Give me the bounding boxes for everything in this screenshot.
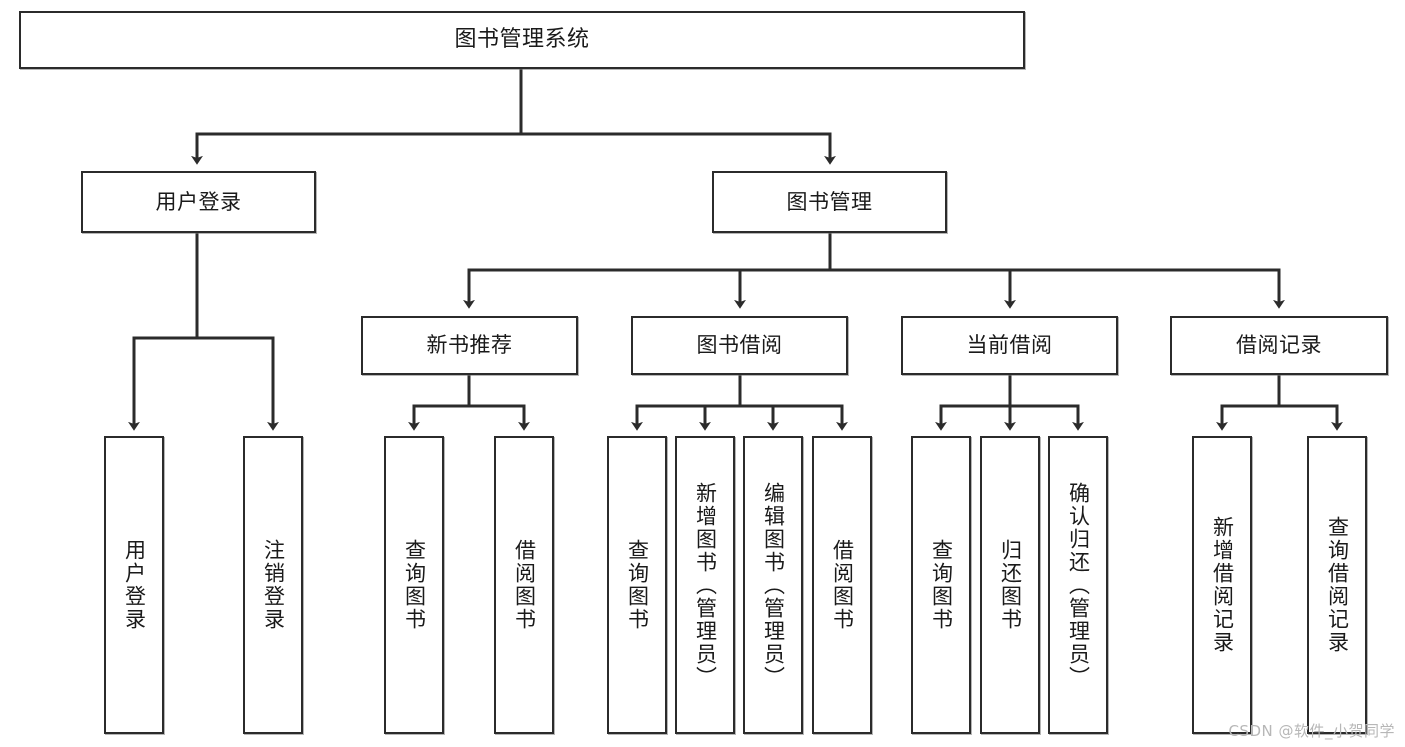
node-label: 用户登录 [122, 539, 147, 631]
leaf-current-query-book[interactable]: 查询图书 [911, 436, 971, 734]
node-label: 新增图书（管理员） [693, 481, 718, 689]
node-label: 查询图书 [625, 539, 650, 631]
node-label: 借阅记录 [1236, 333, 1322, 358]
node-book-management[interactable]: 图书管理 [712, 171, 947, 233]
node-label: 确认归还（管理员） [1066, 481, 1091, 689]
leaf-record-query-record[interactable]: 查询借阅记录 [1307, 436, 1367, 734]
node-current-borrow[interactable]: 当前借阅 [901, 316, 1118, 375]
leaf-current-confirm-return-admin[interactable]: 确认归还（管理员） [1048, 436, 1108, 734]
node-label: 查询借阅记录 [1325, 516, 1350, 654]
node-label: 新书推荐 [426, 333, 513, 358]
node-label: 查询图书 [929, 539, 954, 631]
node-user-login[interactable]: 用户登录 [81, 171, 316, 233]
node-label: 图书管理 [786, 189, 873, 214]
node-root-system[interactable]: 图书管理系统 [19, 11, 1025, 69]
node-label: 当前借阅 [966, 333, 1053, 358]
node-label: 注销登录 [261, 539, 286, 631]
leaf-borrow-edit-book-admin[interactable]: 编辑图书（管理员） [743, 436, 803, 734]
leaf-borrow-borrow-book[interactable]: 借阅图书 [812, 436, 872, 734]
node-new-book-recommend[interactable]: 新书推荐 [361, 316, 578, 375]
leaf-borrow-add-book-admin[interactable]: 新增图书（管理员） [675, 436, 735, 734]
leaf-record-add-record[interactable]: 新增借阅记录 [1192, 436, 1252, 734]
node-label: 归还图书 [998, 539, 1023, 631]
watermark: CSDN @软件_小贺同学 [1228, 722, 1395, 740]
leaf-user-login-logout[interactable]: 注销登录 [243, 436, 303, 734]
leaf-recommend-query-book[interactable]: 查询图书 [384, 436, 444, 734]
leaf-borrow-query-book[interactable]: 查询图书 [607, 436, 667, 734]
node-label: 查询图书 [402, 539, 427, 631]
leaf-recommend-borrow-book[interactable]: 借阅图书 [494, 436, 554, 734]
node-label: 借阅图书 [512, 539, 537, 631]
node-book-borrow[interactable]: 图书借阅 [631, 316, 848, 375]
node-label: 用户登录 [155, 189, 242, 214]
node-label: 借阅图书 [830, 539, 855, 631]
leaf-current-return-book[interactable]: 归还图书 [980, 436, 1040, 734]
node-label: 图书管理系统 [454, 27, 590, 53]
node-borrow-record[interactable]: 借阅记录 [1170, 316, 1388, 375]
node-label: 新增借阅记录 [1210, 516, 1235, 654]
leaf-user-login-login[interactable]: 用户登录 [104, 436, 164, 734]
node-label: 编辑图书（管理员） [761, 481, 786, 689]
node-label: 图书借阅 [696, 333, 783, 358]
